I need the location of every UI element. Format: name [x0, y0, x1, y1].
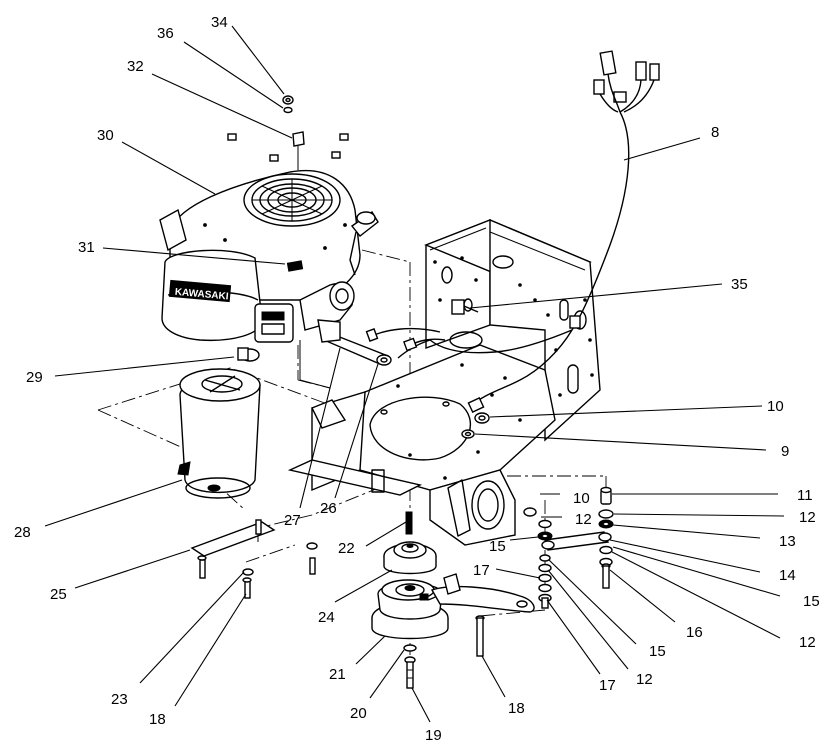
idler-pulley [383, 541, 437, 575]
callout-16: 16 [686, 624, 703, 641]
callout-8: 8 [711, 124, 719, 141]
wire-harness [397, 50, 660, 413]
bolt-right [475, 615, 485, 657]
callout-29: 29 [26, 369, 43, 386]
callout-10-lower: 10 [573, 490, 590, 507]
muffler [177, 368, 261, 499]
callout-31: 31 [78, 239, 95, 256]
callout-21: 21 [329, 666, 346, 683]
clutch-cable [365, 327, 446, 352]
callout-20: 20 [350, 705, 367, 722]
callout-10-upper: 10 [767, 398, 784, 415]
callout-27: 27 [284, 512, 301, 529]
bolt-left [242, 542, 318, 599]
callout-19: 19 [425, 727, 442, 744]
callout-30: 30 [97, 127, 114, 144]
callout-17-upper: 17 [473, 562, 490, 579]
callout-18-left: 18 [149, 711, 166, 728]
electric-clutch [371, 573, 535, 640]
callout-26: 26 [320, 500, 337, 517]
callout-32: 32 [127, 58, 144, 75]
callout-35: 35 [731, 276, 748, 293]
callout-15-right: 15 [803, 593, 820, 610]
pulley-stud [405, 511, 413, 535]
callout-12-lower-left: 12 [636, 671, 653, 688]
callout-18-right: 18 [508, 700, 525, 717]
callout-12-lower-right: 12 [799, 634, 816, 651]
callout-13: 13 [779, 533, 796, 550]
heat-shield-plate [190, 519, 276, 579]
callout-15-left: 15 [489, 538, 506, 555]
engine-brand-label: KAWASAKI [174, 287, 229, 303]
callout-36: 36 [157, 25, 174, 42]
engine: KAWASAKI [159, 133, 379, 389]
callout-28: 28 [14, 524, 31, 541]
linkage-hardware [461, 412, 614, 609]
callout-25: 25 [50, 586, 67, 603]
callout-17-lower: 17 [599, 677, 616, 694]
clutch-bolt [403, 644, 417, 689]
callout-11: 11 [797, 487, 813, 504]
callout-12-upper-right: 12 [799, 509, 816, 526]
callout-22: 22 [338, 540, 355, 557]
callout-24: 24 [318, 609, 335, 626]
leader-lines [44, 25, 785, 723]
callout-9: 9 [781, 443, 789, 460]
callout-34: 34 [211, 14, 228, 31]
fuel-fitting [237, 347, 260, 362]
frame-chassis [287, 218, 601, 546]
callout-labels: 34 36 32 30 31 29 28 25 27 26 22 24 23 1… [14, 14, 820, 744]
callout-23: 23 [111, 691, 128, 708]
engine-top-hardware [282, 95, 305, 170]
callout-12-upper-left: 12 [575, 511, 592, 528]
callout-15-middle: 15 [649, 643, 666, 660]
callout-14: 14 [779, 567, 796, 584]
